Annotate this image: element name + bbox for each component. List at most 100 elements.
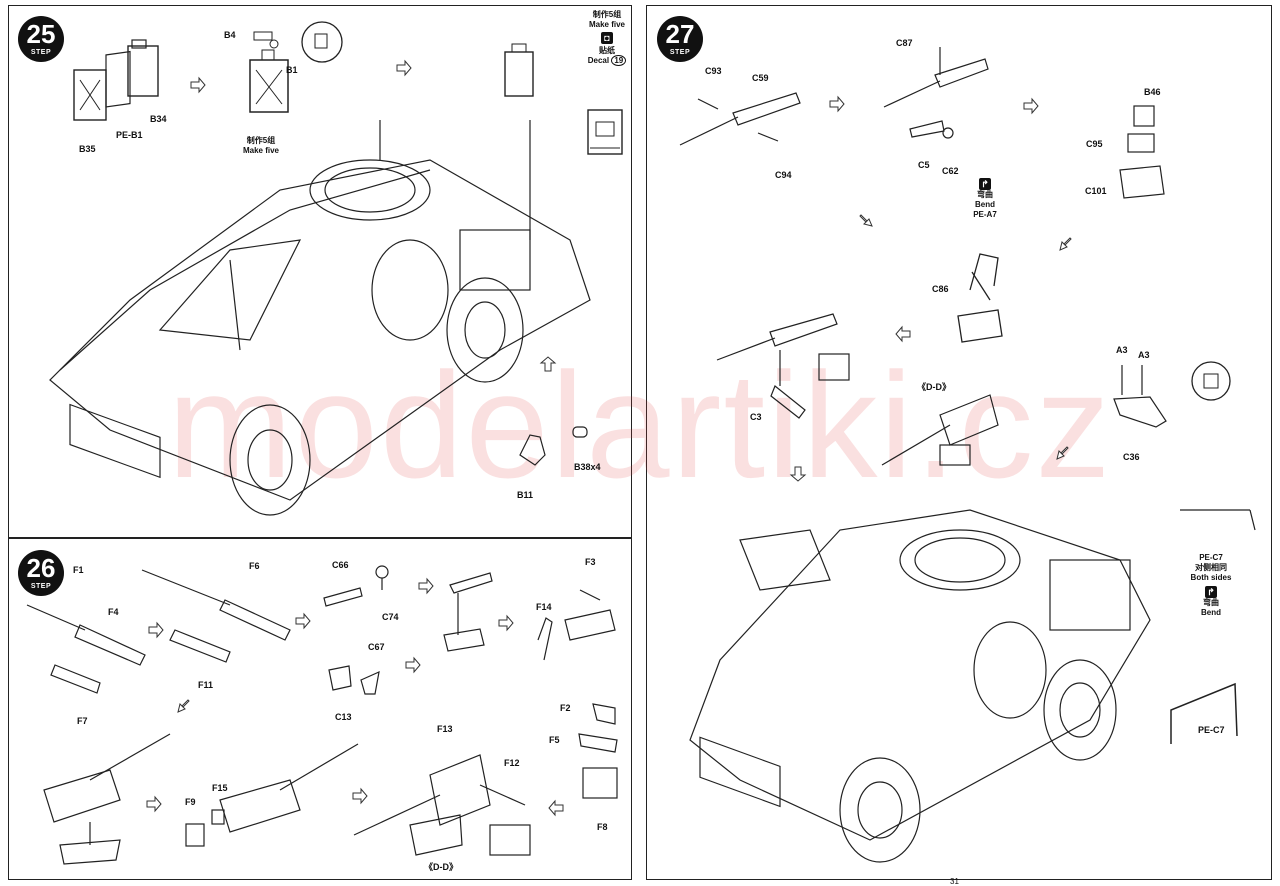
part-label-c95: C95 <box>1086 139 1103 149</box>
both-sides-en: Both sides <box>1190 573 1232 582</box>
part-label-c13: C13 <box>335 712 352 722</box>
step-27-badge: 27 STEP <box>657 16 703 62</box>
arrow-right-icon <box>829 95 845 113</box>
view-label-d-d: 《D-D》 <box>917 382 951 392</box>
part-label-c94: C94 <box>775 170 792 180</box>
part-label-f7: F7 <box>77 716 88 726</box>
arrow-up-icon <box>539 356 557 372</box>
arrow-right-icon <box>352 787 368 805</box>
gun-receiver-drawing-f4 <box>26 604 146 694</box>
part-label-f6: F6 <box>249 561 260 571</box>
mount-drawing-c36 <box>1113 365 1167 428</box>
part-label-b4: B4 <box>224 30 236 40</box>
gun-bend-drawing-c86 <box>957 253 1003 343</box>
make-five-en: Make five <box>242 146 280 155</box>
arrow-right-icon <box>498 614 514 632</box>
part-label-b38x4: B38x4 <box>574 462 601 472</box>
pe-c7-frame-drawing <box>1170 682 1238 744</box>
step-word: STEP <box>30 49 52 56</box>
step-number: 26 <box>26 553 56 583</box>
bend-icon: ↱ <box>979 178 991 190</box>
part-label-b46: B46 <box>1144 87 1161 97</box>
bend-cn: 弯曲 <box>977 190 993 199</box>
decal-icon: ◘ <box>601 32 613 44</box>
page-number: 31 <box>950 877 959 886</box>
jerrycan-assembled-drawing <box>249 31 289 113</box>
part-label-c3: C3 <box>750 412 762 422</box>
part-label-c5: C5 <box>918 160 930 170</box>
decal-en: Decal <box>587 56 610 65</box>
gun-receiver-drawing-f6 <box>141 569 291 663</box>
arrow-down-icon <box>789 466 807 482</box>
step-number: 27 <box>665 19 695 49</box>
step-number: 25 <box>26 19 56 49</box>
part-label-c36: C36 <box>1123 452 1140 462</box>
part-label-f9: F9 <box>185 797 196 807</box>
machine-gun-drawing-c3 <box>716 313 850 419</box>
part-label-pe-b1: PE-B1 <box>116 130 143 140</box>
bend-en: Bend <box>975 200 995 209</box>
mount-drawing <box>443 572 493 652</box>
vehicle-drawing-step27 <box>689 509 1256 863</box>
gun-mount-drawing-d-d <box>881 394 999 466</box>
part-label-c59: C59 <box>752 73 769 83</box>
part-label-f14: F14 <box>536 602 552 612</box>
arrow-right-icon <box>418 577 434 595</box>
part-label-c74: C74 <box>382 612 399 622</box>
part-label-f8: F8 <box>597 822 608 832</box>
decal-label: Decal 19 <box>572 55 642 66</box>
arrow-down-right-icon <box>859 214 873 227</box>
heavy-gun-drawing-right <box>353 754 531 856</box>
step-word: STEP <box>30 583 52 590</box>
vehicle-drawing-step25 <box>49 120 591 516</box>
view-label-d-d: 《D-D》 <box>424 862 458 872</box>
part-label-pe-c7-bottom: PE-C7 <box>1198 725 1225 735</box>
part-label-f5: F5 <box>549 735 560 745</box>
pe-a7-label: PE-A7 <box>973 210 997 219</box>
part-label-f15: F15 <box>212 783 228 793</box>
arrow-right-icon <box>396 59 412 77</box>
step-26-badge: 26 STEP <box>18 550 64 596</box>
part-label-f1: F1 <box>73 565 84 575</box>
detail-callout-circle <box>301 21 343 63</box>
small-parts-drawing-c66 <box>323 565 389 607</box>
part-label-b35: B35 <box>79 144 96 154</box>
arrow-left-icon <box>895 325 911 343</box>
step-26-panel <box>8 538 632 880</box>
step-27-panel <box>646 5 1272 880</box>
part-label-f12: F12 <box>504 758 520 768</box>
part-label-f11: F11 <box>198 680 214 690</box>
pe-c7-label: PE-C7 <box>1199 553 1223 562</box>
bracket-drawing-c13 <box>328 665 380 695</box>
jerrycan-parts-drawing <box>73 39 159 121</box>
make-five-note-left: 制作5组 Make five <box>226 136 296 156</box>
make-five-en: Make five <box>588 20 626 29</box>
both-sides-note: PE-C7 对侧相同 Both sides ↱ 弯曲 Bend <box>1180 553 1242 618</box>
arrow-right-icon <box>146 795 162 813</box>
part-label-c87: C87 <box>896 38 913 48</box>
arrow-down-left-icon <box>1059 237 1072 251</box>
bend-en: Bend <box>1201 608 1221 617</box>
make-five-cn: 制作5组 <box>246 136 276 145</box>
arrow-right-icon <box>190 76 206 94</box>
part-label-c101: C101 <box>1085 186 1107 196</box>
arrow-down-left-icon <box>1056 446 1069 460</box>
heavy-gun-drawing-left <box>43 733 171 865</box>
arrow-right-icon <box>148 621 164 639</box>
decal-jerrycan-drawing <box>587 109 623 155</box>
ammo-box-drawing-f8 <box>578 703 618 799</box>
make-five-note-right: 制作5组 Make five ◘ 贴纸 Decal 19 <box>572 10 642 66</box>
part-label-b1: B1 <box>286 65 298 75</box>
make-five-cn: 制作5组 <box>592 10 622 19</box>
bend-icon: ↱ <box>1205 586 1217 598</box>
jerrycan-mounted-drawing <box>504 43 534 97</box>
part-label-c67: C67 <box>368 642 385 652</box>
detail-callout-circle <box>1191 361 1231 401</box>
bend-cn: 弯曲 <box>1203 598 1219 607</box>
part-label-c93: C93 <box>705 66 722 76</box>
part-label-b34: B34 <box>150 114 167 124</box>
part-label-f2: F2 <box>560 703 571 713</box>
part-label-c62: C62 <box>942 166 959 176</box>
arrow-right-icon <box>1023 97 1039 115</box>
part-label-a3-right: A3 <box>1138 350 1150 360</box>
